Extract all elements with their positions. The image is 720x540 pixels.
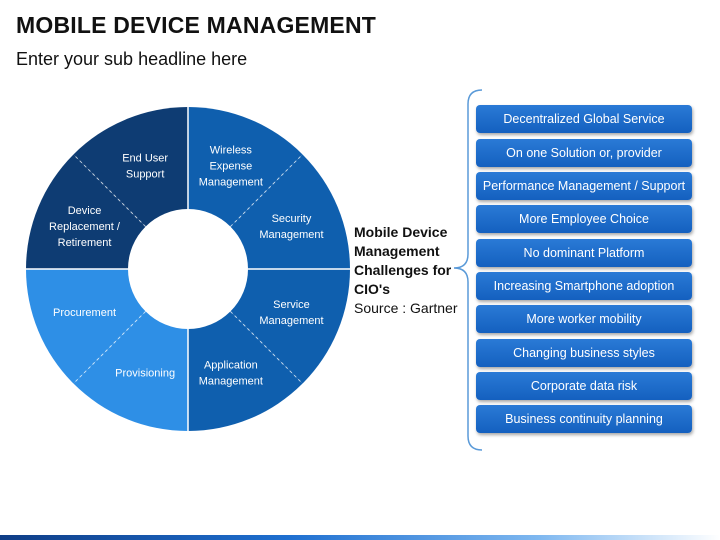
caption-line-1: Mobile Device — [354, 224, 448, 240]
sector-divider — [73, 154, 146, 227]
challenge-item: On one Solution or, provider — [476, 139, 692, 167]
wheel-segment-label: Provisioning — [115, 367, 175, 379]
center-caption: Mobile Device Management Challenges for … — [354, 223, 464, 318]
sector-divider — [230, 311, 303, 384]
page-title: MOBILE DEVICE MANAGEMENT — [16, 12, 377, 38]
challenge-item: Performance Management / Support — [476, 172, 692, 200]
caption-source: Source : Gartner — [354, 300, 458, 316]
challenge-item: Increasing Smartphone adoption — [476, 272, 692, 300]
challenge-item: More Employee Choice — [476, 205, 692, 233]
sector-divider — [73, 311, 146, 384]
caption-line-3: Challenges for — [354, 262, 452, 278]
caption-line-4: CIO's — [354, 281, 391, 297]
caption-line-2: Management — [354, 243, 440, 259]
challenge-item: Business continuity planning — [476, 405, 692, 433]
sector-divider — [230, 154, 303, 227]
challenge-item: No dominant Platform — [476, 239, 692, 267]
wheel-center-hole — [128, 209, 248, 329]
challenge-item: Corporate data risk — [476, 372, 692, 400]
curly-brace-icon — [453, 89, 483, 451]
wheel-segment-label: Procurement — [53, 307, 116, 319]
page-subtitle: Enter your sub headline here — [16, 49, 248, 69]
footer-accent-bar — [0, 535, 720, 540]
challenge-item: Decentralized Global Service — [476, 105, 692, 133]
challenge-item: More worker mobility — [476, 305, 692, 333]
challenge-item: Changing business styles — [476, 339, 692, 367]
